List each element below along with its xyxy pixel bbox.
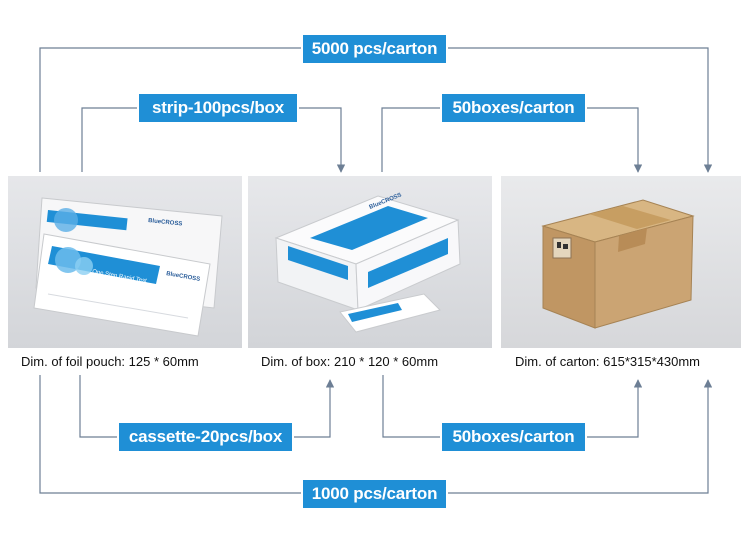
photo-foil-pouch: BlueCROSS One Step Rapid Test BlueCROSS — [8, 176, 242, 348]
brand-logo-back: BlueCROSS — [148, 218, 183, 228]
label-bottom-total: 1000 pcs/carton — [301, 478, 448, 510]
box-image: BlueCROSS — [274, 192, 461, 333]
label-top-total: 5000 pcs/carton — [301, 33, 448, 65]
dim-carton: Dim. of carton: 615*315*430mm — [515, 354, 700, 369]
label-bottom-boxes: 50boxes/carton — [440, 421, 587, 453]
photo-carton — [501, 176, 741, 348]
foil-pouch-image: BlueCROSS One Step Rapid Test BlueCROSS — [33, 197, 223, 337]
label-strip-box: strip-100pcs/box — [137, 92, 299, 124]
label-cassette-box: cassette-20pcs/box — [117, 421, 294, 453]
photo-box: BlueCROSS — [248, 176, 492, 348]
brand-logo-front: BlueCROSS — [166, 271, 201, 283]
label-top-boxes: 50boxes/carton — [440, 92, 587, 124]
carton-image — [541, 199, 695, 329]
dim-box: Dim. of box: 210 * 120 * 60mm — [261, 354, 439, 369]
dim-foil-pouch: Dim. of foil pouch: 125 * 60mm — [21, 354, 199, 369]
